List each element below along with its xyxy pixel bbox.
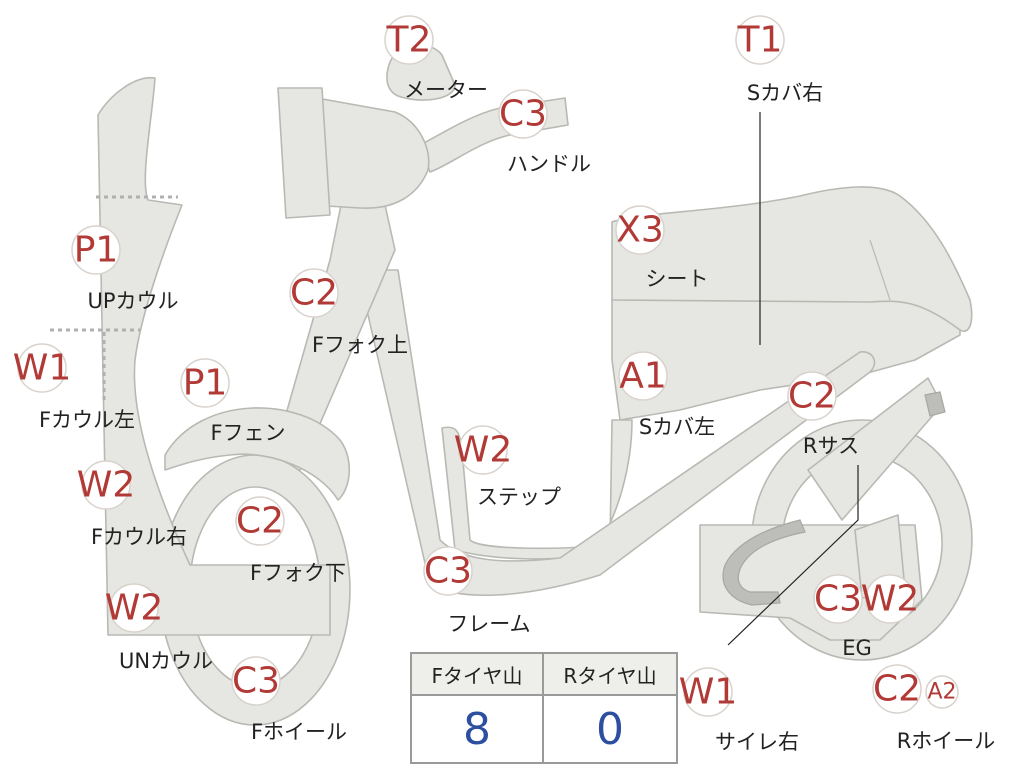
- svg-text:フレーム: フレーム: [447, 612, 530, 636]
- scooter-body: [97, 43, 973, 726]
- svg-text:P1: P1: [74, 230, 119, 271]
- badge-c3-frame: C3 フレーム: [423, 546, 531, 636]
- badge-w2-step: W2 ステップ: [454, 425, 561, 509]
- headstock-shape: [299, 94, 430, 209]
- svg-text:Sカバ右: Sカバ右: [747, 81, 823, 105]
- svg-text:C3: C3: [424, 551, 472, 592]
- badge-c2-rsus: C2 Rサス: [787, 371, 859, 458]
- svg-text:シート: シート: [646, 267, 709, 291]
- svg-text:Rホイール: Rホイール: [897, 729, 996, 753]
- svg-text:Fフォク下: Fフォク下: [250, 561, 346, 585]
- badge-a2-rwheel: A2: [925, 675, 959, 709]
- svg-text:Rサス: Rサス: [803, 434, 859, 458]
- svg-text:ステップ: ステップ: [477, 485, 561, 509]
- frame-shape: [359, 269, 876, 597]
- svg-text:W2: W2: [105, 588, 164, 629]
- svg-text:C3: C3: [814, 579, 862, 620]
- svg-text:C2: C2: [788, 376, 836, 417]
- svg-text:Fカウル右: Fカウル右: [91, 525, 187, 549]
- front-tire-header: Fタイヤ山: [412, 654, 544, 696]
- svg-text:A2: A2: [927, 680, 956, 705]
- badge-c3-eg: C3 EG: [813, 574, 872, 660]
- seat-divider: [869, 239, 891, 301]
- svg-text:サイレ右: サイレ右: [715, 730, 799, 754]
- front-cowl-shape: [97, 77, 331, 636]
- svg-text:W2: W2: [77, 465, 136, 506]
- rear-tire-header: Rタイヤ山: [544, 654, 676, 696]
- seat-shape: [611, 186, 973, 332]
- svg-text:P1: P1: [183, 363, 228, 404]
- svg-text:T2: T2: [386, 20, 432, 61]
- svg-text:UPカウル: UPカウル: [87, 289, 178, 313]
- badge-c2-ffork-lower: C2 Fフォク下: [235, 496, 346, 585]
- svg-text:A1: A1: [619, 356, 667, 397]
- svg-text:Fフォク上: Fフォク上: [312, 333, 408, 357]
- badge-layer: P1 UPカウル W1 Fカウル左 W2 Fカウル右 W2 UNカウル P1 F…: [13, 15, 996, 754]
- svg-text:C3: C3: [499, 94, 547, 135]
- rear-tire-value: 0: [596, 703, 624, 755]
- svg-text:メーター: メーター: [404, 78, 488, 102]
- svg-text:C3: C3: [232, 661, 280, 702]
- front-tire-value: 8: [412, 696, 544, 762]
- leader-line-rsus: [727, 465, 859, 646]
- svg-text:C2: C2: [290, 273, 338, 314]
- badge-x3-seat: X3 シート: [615, 205, 709, 291]
- badge-c3-fwheel: C3 Fホイール: [231, 656, 347, 744]
- svg-text:Fカウル左: Fカウル左: [39, 408, 135, 432]
- rear-suspension-rod: [924, 391, 946, 417]
- badge-w2-uncowl: W2 UNカウル: [105, 583, 213, 673]
- svg-text:Fフェン: Fフェン: [210, 421, 285, 445]
- svg-text:W2: W2: [861, 579, 920, 620]
- svg-text:UNカウル: UNカウル: [119, 649, 213, 673]
- svg-text:X3: X3: [616, 210, 664, 251]
- svg-text:W2: W2: [454, 430, 513, 471]
- headlight-shape: [277, 87, 331, 219]
- svg-text:C2: C2: [873, 669, 921, 710]
- svg-text:T1: T1: [737, 20, 783, 61]
- badge-t1-scover-right: T1 Sカバ右: [735, 15, 823, 105]
- badge-a1-scover-left: A1 Sカバ左: [618, 351, 715, 439]
- badge-w1-muffler-right: W1 サイレ右: [679, 667, 799, 754]
- badge-w2-fcowl-right: W2 Fカウル右: [77, 460, 187, 549]
- badge-p1-ffender: P1 Fフェン: [180, 358, 286, 445]
- svg-text:W1: W1: [13, 348, 72, 389]
- svg-text:Fホイール: Fホイール: [251, 720, 347, 744]
- badge-w1-fcowl-left: W1 Fカウル左: [13, 343, 135, 432]
- svg-text:EG: EG: [842, 636, 872, 660]
- tire-tread-table: Fタイヤ山 Rタイヤ山 8 0: [410, 652, 678, 764]
- badge-c2-rwheel: C2 Rホイール: [872, 664, 996, 753]
- svg-text:ハンドル: ハンドル: [507, 152, 591, 176]
- badge-c2-ffork-upper: C2 Fフォク上: [289, 268, 408, 357]
- badge-c3-handle: C3 ハンドル: [498, 89, 591, 176]
- badge-p1-upcowl: P1 UPカウル: [71, 225, 179, 313]
- muffler-pipe: [722, 519, 806, 606]
- svg-text:Sカバ左: Sカバ左: [639, 415, 715, 439]
- svg-text:C2: C2: [236, 501, 284, 542]
- svg-text:W1: W1: [679, 672, 738, 713]
- badge-w2-eg: W2: [861, 574, 920, 624]
- badge-t2-meter: T2 メーター: [384, 15, 488, 102]
- front-fender-shape: [164, 407, 351, 501]
